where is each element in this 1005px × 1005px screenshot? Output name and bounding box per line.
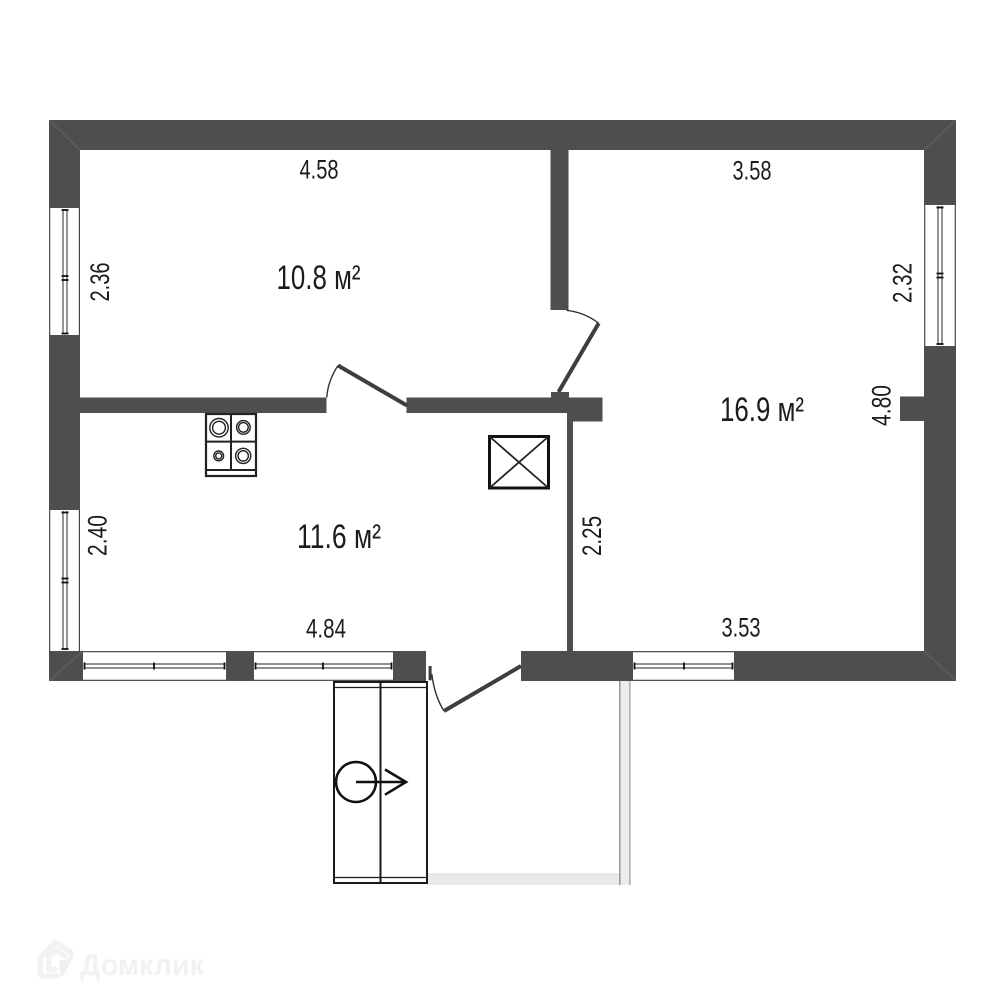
svg-text:4.84: 4.84 [306,614,346,644]
svg-text:2.32: 2.32 [888,263,918,303]
svg-text:11.6 м²: 11.6 м² [297,518,381,556]
svg-text:16.9 м²: 16.9 м² [720,391,804,429]
svg-text:10.8 м²: 10.8 м² [277,259,361,297]
svg-text:4.58: 4.58 [300,155,339,185]
svg-text:3.53: 3.53 [722,613,761,643]
svg-text:2.25: 2.25 [577,516,607,556]
svg-text:Домклик: Домклик [80,949,205,982]
svg-text:2.40: 2.40 [83,515,113,556]
svg-text:4.80: 4.80 [867,385,897,426]
svg-text:2.36: 2.36 [85,263,115,302]
svg-text:3.58: 3.58 [733,156,772,186]
